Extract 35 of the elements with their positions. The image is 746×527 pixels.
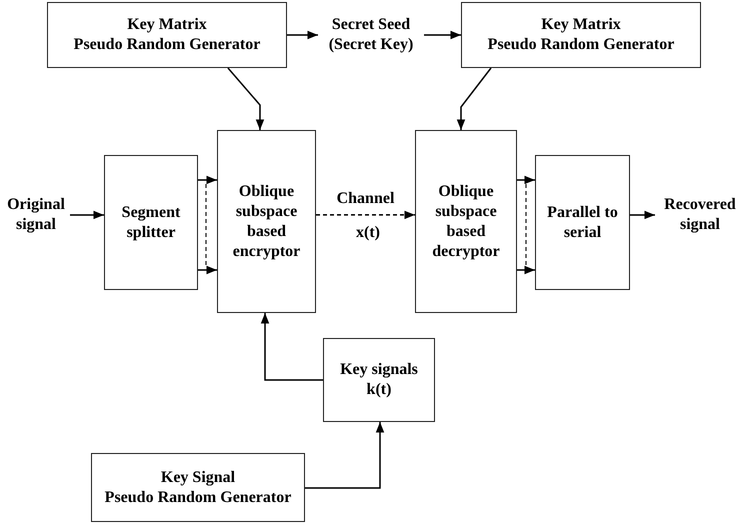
arrow: [198, 176, 217, 184]
box-text: Parallel to serial: [546, 202, 619, 242]
arrow: [517, 176, 535, 184]
generator-box: [461, 2, 701, 68]
box-text: Pseudo Random Generator: [104, 488, 292, 508]
process-box: [104, 155, 198, 290]
box-text: Key Signal: [160, 468, 236, 488]
arrow: [517, 266, 535, 274]
box-text: Segment splitter: [120, 202, 182, 242]
arrow: [260, 313, 323, 381]
arrow: [70, 210, 104, 220]
box-text: Oblique subspace based encryptor: [232, 182, 302, 262]
generator-box: [47, 2, 287, 68]
arrow: [424, 30, 461, 40]
box-text: Pseudo Random Generator: [488, 35, 674, 55]
box-text: Oblique subspace based decryptor: [431, 182, 501, 262]
arrow: [227, 68, 264, 130]
arrow: [630, 210, 655, 220]
generator-box: [91, 453, 305, 522]
arrow: [316, 210, 415, 220]
process-box: [535, 155, 630, 290]
signal-label: Recovered signal: [663, 195, 737, 235]
key-label: Secret Seed (Secret Key): [328, 15, 414, 55]
encryptor-box: [217, 130, 316, 313]
decryptor-box: [415, 130, 517, 313]
arrow: [198, 266, 217, 274]
arrow: [287, 30, 318, 40]
box-text: Pseudo Random Generator: [74, 35, 260, 55]
box-text: Key signals k(t): [339, 360, 419, 400]
arrow: [456, 68, 492, 130]
key-signal-box: [323, 338, 435, 422]
box-text: Key Matrix: [541, 15, 621, 35]
arrow: [305, 422, 384, 489]
signal-label: Original signal: [6, 195, 66, 235]
box-text: Key Matrix: [127, 15, 207, 35]
